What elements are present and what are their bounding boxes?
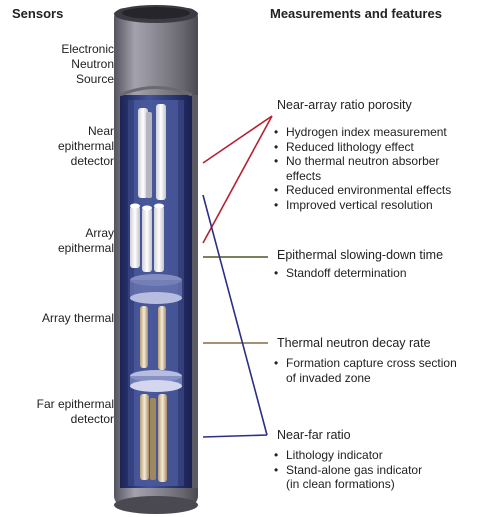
measurement-title: Epithermal slowing-down time xyxy=(277,248,444,262)
red-line-array xyxy=(202,115,273,244)
measurement-title: Thermal neutron decay rate xyxy=(277,336,431,350)
measurement-item: Lithology indicator xyxy=(274,448,422,463)
measurement-item: Reduced lithology effect xyxy=(274,140,451,155)
blue-line-near xyxy=(202,194,268,436)
sensor-array-thermal: Array thermal xyxy=(41,311,114,325)
measurement-title: Near-array ratio porosity xyxy=(277,98,412,112)
blue-line-far xyxy=(202,434,268,438)
measurements-header: Measurements and features xyxy=(270,6,442,21)
array-thermal-rod xyxy=(140,306,148,368)
sensor-neutron-source: Electronic Neutron Source xyxy=(61,42,114,86)
measurement-list: Standoff determination xyxy=(274,266,407,281)
measurement-item: Improved vertical resolution xyxy=(274,198,451,213)
red-line-near xyxy=(202,115,273,164)
measurement-list: Formation capture cross section of invad… xyxy=(274,356,457,385)
sensor-far-epithermal: Far epithermal detector xyxy=(36,397,114,426)
tool-pipe-bottom xyxy=(114,496,198,514)
measurement-item: Hydrogen index measurement xyxy=(274,125,451,140)
measurement-list: Hydrogen index measurement Reduced litho… xyxy=(274,125,451,212)
measurement-list: Lithology indicator Stand-alone gas indi… xyxy=(274,448,422,492)
far-detector-rod xyxy=(140,394,149,480)
measurement-item: No thermal neutron absorber effects xyxy=(274,154,451,183)
array-epithermal-rod xyxy=(130,206,140,268)
sensor-near-epithermal: Near epithermal detector xyxy=(57,124,114,168)
measurement-item: Formation capture cross section of invad… xyxy=(274,356,457,385)
near-detector-rod xyxy=(138,108,148,198)
sensor-array-epithermal: Array epithermal xyxy=(57,226,114,255)
measurement-item: Standoff determination xyxy=(274,266,407,281)
measurement-item: Stand-alone gas indicator (in clean form… xyxy=(274,463,422,492)
measurement-title: Near-far ratio xyxy=(277,428,351,442)
sensors-header: Sensors xyxy=(12,6,64,21)
measurement-item: Reduced environmental effects xyxy=(274,183,451,198)
